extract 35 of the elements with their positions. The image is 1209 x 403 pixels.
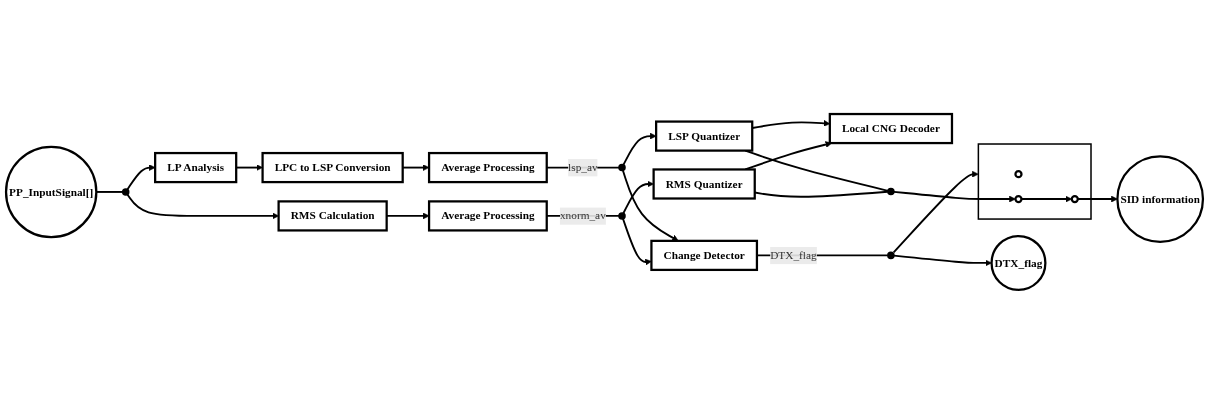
node-circle (618, 163, 626, 171)
node-circle (1070, 194, 1079, 203)
node-circle: DTX_flag (990, 234, 1047, 291)
cluster (977, 142, 1092, 220)
arrow (126, 163, 156, 190)
node-circle (1014, 169, 1023, 178)
arrow (622, 180, 654, 214)
arrow (622, 169, 679, 241)
arrow (126, 193, 279, 219)
edge-label: xnorm_av (559, 209, 606, 222)
arrow (892, 190, 1016, 202)
edge-label: DTX_flag (770, 248, 817, 261)
arrow (892, 254, 992, 266)
node-box: LPC to LSP Conversion (261, 151, 404, 183)
edge-label: lsp_av (568, 160, 598, 173)
node-circle: SID information (1116, 154, 1205, 243)
node-circle (618, 211, 626, 220)
node-circle (887, 187, 895, 195)
node-circle (121, 187, 130, 196)
node-circle (887, 251, 895, 259)
arrow (622, 217, 652, 265)
node-box: RMS Calculation (277, 199, 388, 232)
node-box: Average Processing (427, 199, 548, 232)
node-circle: PP_InputSignal[] (4, 145, 98, 238)
node-box: Change Detector (650, 239, 759, 271)
node-circle (1014, 194, 1023, 203)
node-box: LSP Quantizer (655, 120, 754, 152)
node-box: LP Analysis (154, 151, 238, 183)
node-box: RMS Quantizer (652, 167, 756, 200)
node-box: Average Processing (427, 151, 548, 183)
arrow (1076, 195, 1118, 202)
arrow (622, 132, 657, 166)
arrow (892, 170, 979, 253)
node-box: Local CNG Decoder (828, 112, 954, 144)
arrow (1020, 195, 1073, 202)
